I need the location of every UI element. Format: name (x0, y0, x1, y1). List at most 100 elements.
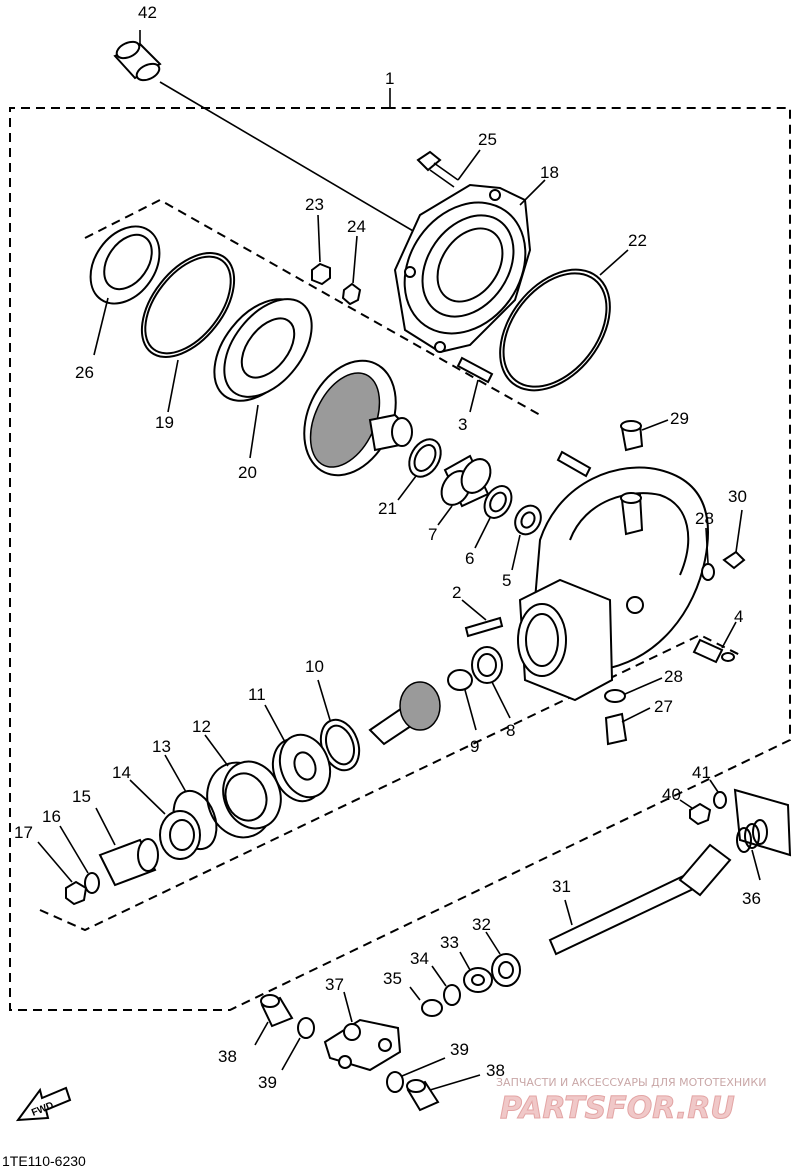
callout-7: 7 (428, 525, 437, 544)
callout-25: 25 (478, 130, 497, 149)
callout-39-right: 39 (450, 1040, 469, 1059)
callout-15: 15 (72, 787, 91, 806)
part-38-bearing-cup (254, 994, 294, 1046)
callout-3: 3 (458, 415, 467, 434)
part-29-cap (620, 419, 669, 452)
part-38-bearing-cup-lower (406, 1074, 481, 1112)
part-33-washer (459, 951, 493, 993)
part-16-washer (59, 825, 100, 894)
callout-38-left: 38 (218, 1047, 237, 1066)
callout-2: 2 (452, 583, 461, 602)
callout-14: 14 (112, 763, 131, 782)
part-3-stud (456, 356, 592, 478)
part-12-bearing-retainer (204, 734, 282, 839)
callout-29: 29 (670, 409, 689, 428)
callout-24: 24 (347, 217, 366, 236)
part-4-dowel (692, 621, 737, 664)
callout-28-upper: 28 (695, 509, 714, 528)
callout-36: 36 (742, 889, 761, 908)
callout-9: 9 (470, 737, 479, 756)
part-40-nut (679, 799, 712, 826)
callout-22: 22 (628, 231, 647, 250)
callout-13: 13 (152, 737, 171, 756)
part-6-shim (474, 485, 513, 549)
part-35-circlip (409, 986, 443, 1017)
part-27-drain-bolt (604, 707, 651, 746)
part-22-o-ring (499, 249, 629, 392)
callout-39-left: 39 (258, 1073, 277, 1092)
part-31-drive-shaft (548, 843, 732, 956)
part-17-nut (37, 841, 88, 906)
callout-6: 6 (465, 549, 474, 568)
part-30-bolt (722, 509, 746, 570)
part-19-o-ring (140, 252, 236, 413)
part-39-circlip-lower (386, 1057, 446, 1093)
shaft-flange (733, 788, 792, 857)
callout-19: 19 (155, 413, 174, 432)
callout-17: 17 (14, 823, 33, 842)
part-28-washer-lower (604, 677, 663, 703)
part-26-oil-seal (89, 225, 161, 356)
callout-11: 11 (248, 685, 266, 704)
part-24-nut (341, 235, 362, 306)
callout-21: 21 (378, 499, 397, 518)
part-14-oil-seal (129, 779, 201, 860)
part-20-bearing (213, 298, 313, 459)
part-37-universal-joint (323, 991, 402, 1072)
callout-42: 42 (138, 3, 157, 22)
callout-26: 26 (75, 363, 94, 382)
part-32-collar (485, 931, 521, 987)
callout-8: 8 (506, 721, 515, 740)
callout-34: 34 (410, 949, 429, 968)
part-9-shim (447, 669, 477, 731)
callout-18: 18 (540, 163, 559, 182)
drive-pinion (368, 681, 441, 746)
subassembly-bracket-bottom (39, 633, 741, 932)
drawing-code: 1TE110-6230 (2, 1153, 86, 1169)
callout-41: 41 (692, 763, 711, 782)
ring-gear (303, 359, 413, 477)
callout-28-lower: 28 (664, 667, 683, 686)
part-11-bearing (264, 704, 332, 803)
callout-30: 30 (728, 487, 747, 506)
part-15-coupling (95, 807, 159, 887)
watermark-caption: ЗАПЧАСТИ И АКСЕССУАРЫ ДЛЯ МОТОТЕХНИКИ (496, 1076, 766, 1089)
callout-23: 23 (305, 195, 324, 214)
assembly-boundary (9, 107, 791, 1011)
callout-20: 20 (238, 463, 257, 482)
callout-27: 27 (654, 697, 673, 716)
part-23-nut (311, 214, 331, 286)
part-18-bearing-housing (393, 179, 546, 354)
gear-case (517, 466, 709, 702)
callout-33: 33 (440, 933, 459, 952)
part-10-shim (317, 679, 361, 772)
callout-16: 16 (42, 807, 61, 826)
callout-10: 10 (305, 657, 324, 676)
callout-38-right: 38 (486, 1061, 505, 1080)
part-28-washer (701, 527, 715, 581)
callout-32: 32 (472, 915, 491, 934)
part-42-collar (113, 30, 421, 236)
callout-37: 37 (325, 975, 344, 994)
callout-1: 1 (385, 69, 394, 88)
part-25-bolt (416, 149, 481, 188)
subassembly-bracket-top (84, 198, 541, 416)
part-2-stud (461, 599, 504, 638)
callout-5: 5 (502, 571, 511, 590)
part-34-bushing (431, 965, 461, 1006)
callout-4: 4 (734, 607, 743, 626)
part-39-circlip (281, 1017, 315, 1071)
callout-40: 40 (662, 785, 681, 804)
callout-12: 12 (192, 717, 211, 736)
part-21-shim (397, 438, 442, 501)
callout-35: 35 (383, 969, 402, 988)
part-36-spring (736, 819, 768, 881)
callout-31: 31 (552, 877, 571, 896)
part-8-bearing (471, 646, 511, 719)
part-5-collar (511, 504, 542, 571)
part-41-washer (709, 779, 727, 809)
forward-arrow-icon: FWD (15, 1086, 72, 1122)
watermark-logo: PARTSFOR.RU (500, 1091, 735, 1126)
